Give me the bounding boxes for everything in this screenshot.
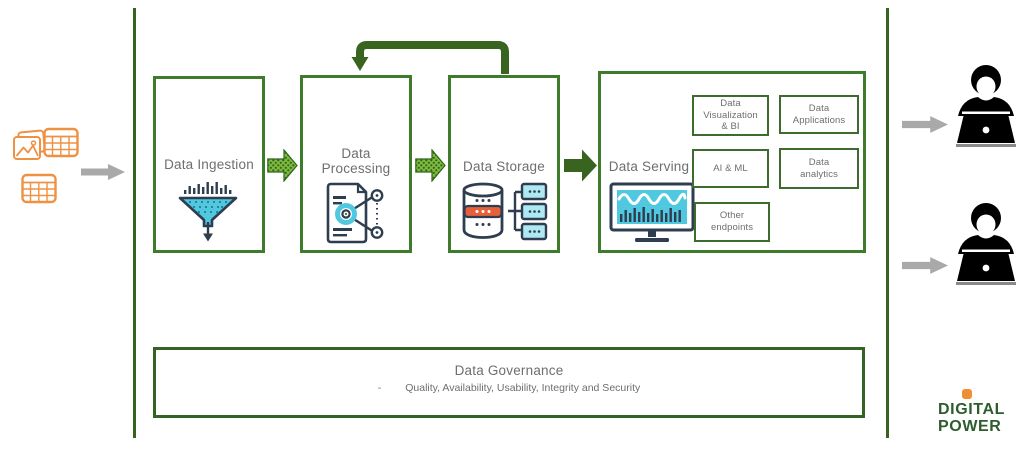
stage-data-serving: Data Serving Data Visualization & BI Dat…: [598, 71, 866, 253]
governance-box: Data Governance - Quality, Availability,…: [153, 347, 865, 418]
serving-output-data-visualization-bi: Data Visualization & BI: [692, 95, 769, 136]
serving-output-data-applications: Data Applications: [779, 95, 859, 134]
governance-bullet: - Quality, Availability, Usability, Inte…: [156, 382, 862, 394]
textured-arrow-icon: [267, 149, 298, 182]
container-left-line: [133, 8, 136, 438]
stage-label: Data Ingestion: [164, 157, 254, 173]
logo-mark-icon: [962, 389, 972, 399]
stage-data-storage: Data Storage: [448, 75, 560, 253]
gray-arrow-icon: [902, 257, 948, 274]
container-right-line: [886, 8, 889, 438]
images-icon: [13, 129, 46, 160]
solid-arrow-icon: [564, 149, 597, 182]
person-laptop-icon: [956, 65, 1016, 147]
stage-data-ingestion: Data Ingestion: [153, 76, 265, 253]
textured-arrow-icon: [415, 149, 446, 182]
document-network-icon: [326, 182, 384, 244]
stage-label: Data Serving: [608, 159, 690, 174]
gray-arrow-icon: [81, 164, 125, 180]
funnel-chart-icon: [178, 182, 238, 242]
logo-line1: DIGITAL: [938, 401, 1006, 418]
serving-output-other-endpoints: Other endpoints: [694, 202, 770, 242]
logo-line2: POWER: [938, 418, 1002, 435]
stage-label: Data Storage: [463, 159, 545, 175]
table-icon: [21, 173, 57, 204]
bullet-text: Quality, Availability, Usability, Integr…: [405, 382, 641, 394]
gray-arrow-icon: [902, 116, 948, 133]
monitor-analytics-icon: [609, 182, 695, 242]
serving-output-data-analytics: Data analytics: [779, 148, 859, 189]
table-icon: [43, 127, 79, 158]
stage-label: Data Processing: [321, 145, 391, 177]
person-laptop-icon: [956, 203, 1016, 285]
stage-data-processing: Data Processing: [300, 75, 412, 253]
bullet-marker: -: [377, 382, 382, 394]
serving-output-ai-ml: AI & ML: [692, 149, 769, 188]
database-servers-icon: [462, 182, 548, 241]
loop-arrow-icon: [351, 41, 509, 74]
governance-title: Data Governance: [454, 363, 564, 378]
